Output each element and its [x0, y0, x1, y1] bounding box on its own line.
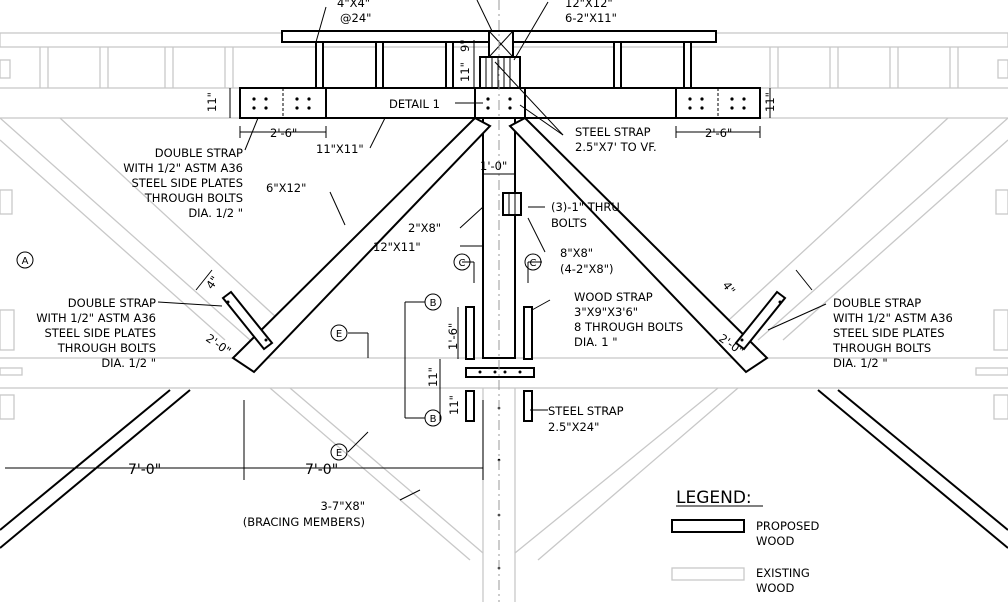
label-steel-strap-low-1: STEEL STRAP — [548, 404, 624, 418]
label-double-strap-left-5: DIA. 1/2 " — [101, 356, 156, 370]
label-post-spacing: @24" — [340, 11, 371, 25]
legend-existing-2: WOOD — [756, 581, 794, 595]
label-wood-strap-1: WOOD STRAP — [574, 290, 653, 304]
label-post-8x8-1: 8"X8" — [560, 246, 593, 260]
label-thru-bolts-2: BOLTS — [551, 216, 587, 230]
section-mark-b-bottom: B — [430, 414, 437, 425]
label-bracing-1: 3-7"X8" — [320, 499, 365, 513]
dim-top-11: 11" — [458, 62, 472, 82]
label-double-strap-right-2: WITH 1/2" ASTM A36 — [833, 311, 953, 325]
label-double-strap-top-2: WITH 1/2" ASTM A36 — [123, 161, 243, 175]
label-steel-strap-low-2: 2.5"X24" — [548, 420, 599, 434]
legend-proposed-1: PROPOSED — [756, 519, 820, 533]
label-double-strap-left-1: DOUBLE STRAP — [68, 296, 156, 310]
label-post-8x8-2: (4-2"X8") — [560, 262, 614, 276]
legend-proposed-swatch — [671, 519, 745, 533]
dim-strap-2-0-left: 2'-0" — [203, 331, 233, 358]
annotations: 4"X4" @24" 12"X12" 6-2"X11" DETAIL 1 DOU… — [36, 0, 953, 529]
label-top-beam-plies: 6-2"X11" — [565, 11, 617, 25]
dim-wood-strap-len: 1'-6" — [446, 323, 460, 350]
label-detail-1: DETAIL 1 — [389, 97, 440, 111]
bolt-pattern — [226, 97, 782, 570]
label-beam-11x11: 11"X11" — [316, 142, 364, 156]
legend-title: LEGEND: — [676, 488, 752, 508]
section-mark-e-bottom: E — [336, 448, 342, 459]
label-double-strap-right-4: THROUGH BOLTS — [832, 341, 931, 355]
section-mark-e-top: E — [336, 329, 342, 340]
legend-existing-swatch — [671, 567, 745, 581]
label-double-strap-right-5: DIA. 1/2 " — [833, 356, 888, 370]
dim-low-11-a: 11" — [426, 367, 440, 387]
label-post-width: 1'-0" — [480, 159, 507, 173]
section-mark-c-left: C — [459, 258, 466, 269]
label-double-strap-left-3: STEEL SIDE PLATES — [44, 326, 156, 340]
section-marks: A C C B B E E — [16, 251, 542, 461]
dim-low-11-b: 11" — [447, 395, 461, 415]
leader-lines — [157, 0, 827, 501]
legend-existing-1: EXISTING — [756, 566, 810, 580]
dim-beam-depth-left: 11" — [205, 92, 219, 112]
label-double-strap-top-4: THROUGH BOLTS — [144, 191, 243, 205]
label-brace-6x12: 6"X12" — [266, 181, 306, 195]
label-double-strap-left-2: WITH 1/2" ASTM A36 — [36, 311, 156, 325]
label-double-strap-right-3: STEEL SIDE PLATES — [833, 326, 945, 340]
dim-strap-4-right: 4" — [720, 279, 739, 297]
label-double-strap-top-1: DOUBLE STRAP — [155, 146, 243, 160]
dimension-lines — [5, 40, 813, 480]
label-block-2x8: 2"X8" — [408, 221, 441, 235]
proposed-framing — [0, 30, 1008, 549]
label-steel-strap-top-1: STEEL STRAP — [575, 125, 651, 139]
legend: LEGEND: PROPOSED WOOD EXISTING WOOD — [671, 488, 820, 595]
legend-proposed-2: WOOD — [756, 534, 794, 548]
label-post-12x11: 12"X11" — [373, 240, 421, 254]
label-double-strap-top-3: STEEL SIDE PLATES — [131, 176, 243, 190]
section-mark-a: A — [22, 256, 29, 267]
label-bracing-2: (BRACING MEMBERS) — [243, 515, 365, 529]
dim-top-9: 9" — [458, 39, 472, 52]
existing-framing — [0, 32, 1008, 602]
label-double-strap-top-5: DIA. 1/2 " — [188, 206, 243, 220]
section-mark-b-top: B — [430, 298, 437, 309]
dim-beam-depth-right: 11" — [763, 92, 777, 112]
label-post-4x4: 4"X4" — [337, 0, 370, 10]
label-double-strap-left-4: THROUGH BOLTS — [57, 341, 156, 355]
label-wood-strap-4: DIA. 1 " — [574, 335, 617, 349]
dim-span-left: 7'-0" — [128, 462, 161, 478]
label-steel-strap-top-2: 2.5"X7' TO VF. — [575, 140, 657, 154]
label-wood-strap-2: 3"X9"X3'6" — [574, 305, 638, 319]
dim-span-right: 7'-0" — [305, 462, 338, 478]
dim-strap-len-left: 2'-6" — [270, 126, 297, 140]
dim-strap-4-left: 4" — [203, 273, 222, 291]
section-mark-c-right: C — [530, 258, 537, 269]
label-wood-strap-3: 8 THROUGH BOLTS — [574, 320, 683, 334]
label-thru-bolts-1: (3)-1" THRU — [551, 200, 620, 214]
dim-strap-len-right: 2'-6" — [705, 126, 732, 140]
label-top-beam-size: 12"X12" — [565, 0, 613, 10]
label-double-strap-right-1: DOUBLE STRAP — [833, 296, 921, 310]
